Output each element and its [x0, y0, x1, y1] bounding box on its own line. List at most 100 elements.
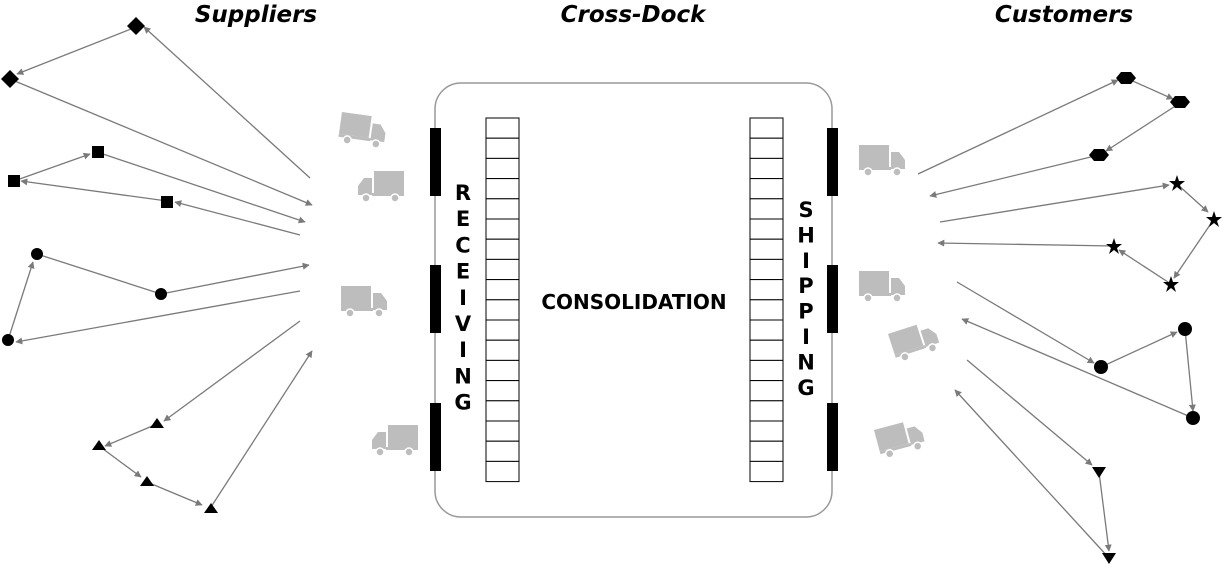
storage-slot — [485, 319, 520, 341]
route-arrow — [9, 78, 313, 206]
storage-slot — [485, 460, 520, 483]
route-arrow — [1105, 102, 1181, 152]
label-letter: S — [798, 198, 813, 222]
storage-slot — [485, 339, 520, 361]
label-letter: G — [797, 376, 814, 400]
label-letter: V — [455, 312, 472, 336]
label-letter: N — [797, 350, 815, 374]
route-arrow — [36, 253, 162, 295]
customer-node-inverted-triangle — [1102, 553, 1116, 564]
label-letter: N — [454, 364, 472, 388]
supplier-node-triangle — [150, 418, 164, 428]
route-arrow — [98, 445, 142, 478]
receiving-dock-doors — [430, 128, 441, 471]
storage-slot — [749, 359, 784, 382]
storage-slot — [749, 339, 784, 361]
label-letter: E — [456, 207, 470, 231]
route-arrow — [966, 359, 1093, 466]
label-letter: I — [802, 249, 810, 273]
route-arrow — [16, 26, 137, 75]
customer-node-star — [1163, 276, 1179, 292]
route-arrow — [143, 26, 311, 179]
shipping-door — [827, 128, 838, 196]
storage-slot — [485, 137, 520, 159]
customer-routes — [917, 77, 1215, 559]
supplier-nodes — [1, 17, 218, 513]
route-arrow — [961, 318, 1194, 419]
route-arrow — [1098, 471, 1112, 552]
storage-slot — [749, 178, 784, 200]
label-letter: H — [797, 223, 815, 247]
route-arrow — [96, 151, 306, 224]
heading-cross-dock: Cross-Dock — [561, 2, 707, 28]
supplier-routes — [7, 26, 313, 508]
customer-node-hexagon — [1116, 72, 1136, 84]
storage-slot — [485, 440, 520, 462]
supplier-node-diamond — [127, 17, 145, 35]
truck-icon — [336, 111, 389, 150]
customer-nodes — [1089, 72, 1222, 564]
storage-slot — [749, 400, 784, 422]
heading-suppliers: Suppliers — [195, 2, 317, 28]
truck-icon — [858, 144, 906, 177]
storage-slot — [749, 380, 784, 402]
supplier-node-circle — [31, 248, 43, 260]
route-arrow — [1118, 249, 1172, 285]
supplier-node-triangle — [140, 476, 154, 486]
customer-node-star — [1106, 238, 1122, 254]
storage-slot — [749, 460, 784, 483]
supplier-node-square — [161, 196, 173, 208]
truck-icon — [858, 270, 906, 303]
route-arrow — [929, 154, 1100, 198]
route-arrow — [917, 79, 1119, 175]
route-arrow — [20, 178, 168, 202]
storage-slot — [749, 319, 784, 341]
supplier-node-circle — [2, 334, 14, 346]
supplier-node-square — [8, 175, 20, 187]
label-letter: R — [455, 181, 471, 205]
customer-node-star — [1206, 211, 1222, 227]
storage-slot — [749, 157, 784, 180]
storage-slot — [749, 420, 784, 442]
supplier-node-diamond — [1, 70, 19, 88]
label-letter: I — [459, 338, 467, 362]
label-letter: C — [455, 233, 470, 257]
supplier-node-triangle — [204, 503, 218, 513]
consolidation-label: CONSOLIDATION — [541, 290, 726, 314]
route-arrow — [954, 389, 1110, 559]
label-letter: G — [454, 391, 471, 415]
storage-slot — [749, 218, 784, 240]
storage-slot — [749, 440, 784, 462]
route-arrow — [104, 423, 158, 447]
storage-slot — [485, 258, 520, 281]
storage-slot — [485, 279, 520, 301]
storage-slot — [749, 299, 784, 321]
customer-node-star — [1169, 175, 1185, 191]
storage-slot — [485, 117, 520, 139]
storage-slot — [485, 380, 520, 402]
receiving-door — [430, 403, 441, 471]
shipping-door — [827, 403, 838, 471]
route-arrow — [146, 481, 203, 506]
heading-customers: Customers — [995, 2, 1133, 28]
shipping-dock-doors — [827, 128, 838, 471]
storage-slot — [485, 157, 520, 180]
route-arrow — [13, 152, 91, 182]
route-arrow — [1176, 183, 1209, 213]
supplier-node-circle — [155, 288, 167, 300]
label-letter: P — [798, 274, 813, 298]
supplier-node-square — [92, 146, 104, 158]
truck-icon — [340, 285, 388, 318]
storage-slot — [485, 198, 520, 220]
route-arrow — [1125, 77, 1174, 100]
supplier-node-triangle — [92, 440, 106, 450]
customer-node-circle — [1178, 322, 1192, 336]
route-arrow — [956, 281, 1095, 364]
customer-node-circle — [1094, 360, 1108, 374]
route-arrow — [937, 239, 1115, 247]
customer-node-inverted-triangle — [1092, 467, 1106, 478]
receiving-storage-lane — [485, 117, 520, 483]
shipping-door — [827, 265, 838, 333]
